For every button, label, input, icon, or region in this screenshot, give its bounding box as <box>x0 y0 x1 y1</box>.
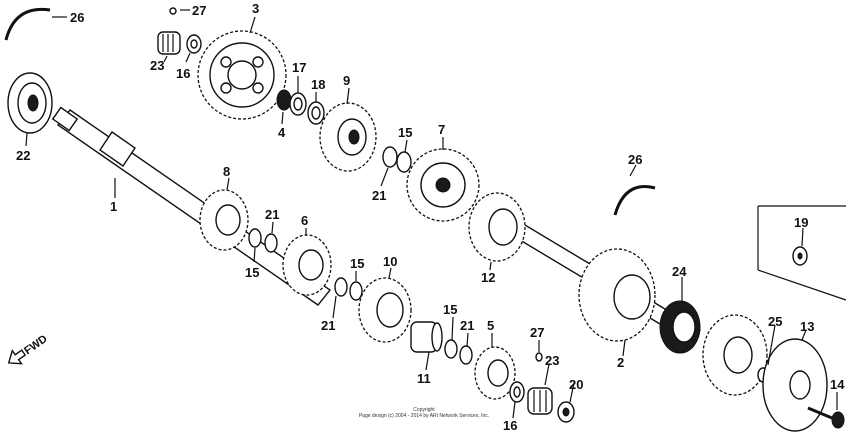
bearing-22[interactable] <box>7 72 53 134</box>
circlip-21-upper[interactable] <box>382 146 398 168</box>
drive-sprocket[interactable] <box>702 314 768 396</box>
callout-2: 2 <box>617 355 624 370</box>
callout-11: 11 <box>417 371 431 386</box>
callout-15-lower: 15 <box>443 302 457 317</box>
callout-23-top: 23 <box>150 58 164 73</box>
callout-21-left: 21 <box>265 207 279 222</box>
callout-1: 1 <box>110 199 117 214</box>
callout-13: 13 <box>800 319 814 334</box>
callout-15-left: 15 <box>245 265 259 280</box>
callout-23-bottom: 23 <box>545 353 559 368</box>
bolt-14[interactable] <box>807 406 845 429</box>
oil-seal-24[interactable] <box>659 300 701 354</box>
circlip-27-bottom[interactable] <box>535 352 543 362</box>
collar-4[interactable] <box>276 89 292 111</box>
circlip-27-top[interactable] <box>169 7 177 15</box>
callout-7: 7 <box>438 122 445 137</box>
washer-15-mid[interactable] <box>349 281 363 301</box>
washer-20[interactable] <box>557 401 575 423</box>
callout-27-top: 27 <box>192 3 206 18</box>
callout-8: 8 <box>223 164 230 179</box>
callout-21-upper: 21 <box>372 188 386 203</box>
snap-ring-26-top[interactable] <box>4 7 51 41</box>
callout-20: 20 <box>569 377 583 392</box>
callout-22: 22 <box>16 148 30 163</box>
washer-15-lower[interactable] <box>444 339 458 359</box>
callout-17: 17 <box>292 60 306 75</box>
callout-12: 12 <box>481 270 495 285</box>
bushing-11[interactable] <box>410 321 443 353</box>
circlip-21-left[interactable] <box>264 233 278 253</box>
washer-16-bottom[interactable] <box>509 381 525 403</box>
callout-15-upper: 15 <box>398 125 412 140</box>
callout-18: 18 <box>311 77 325 92</box>
circlip-21-lower[interactable] <box>459 345 473 365</box>
washer-15-upper[interactable] <box>396 151 412 173</box>
fwd-indicator: FWD <box>7 333 50 365</box>
gear-9[interactable] <box>319 102 377 172</box>
copyright-line-2: Page design (c) 2004 - 2014 by ARI Netwo… <box>359 413 489 419</box>
callout-15-mid: 15 <box>350 256 364 271</box>
callout-14: 14 <box>830 377 845 392</box>
gear-8[interactable] <box>199 189 249 251</box>
washer-16-top[interactable] <box>186 34 202 54</box>
inset-panel <box>757 205 847 301</box>
callout-19: 19 <box>794 215 808 230</box>
copyright-line-1: Copyright <box>413 407 435 413</box>
gear-12[interactable] <box>468 192 526 262</box>
snap-ring-26-right[interactable] <box>613 185 656 216</box>
fwd-label: FWD <box>22 333 49 357</box>
countershaft-gear[interactable] <box>578 248 656 342</box>
callout-24: 24 <box>672 264 687 279</box>
needle-bearing-23-bottom[interactable] <box>527 387 553 415</box>
callout-16-bottom: 16 <box>503 418 517 433</box>
washer-19[interactable] <box>792 246 808 266</box>
circlip-21-mid[interactable] <box>334 277 348 297</box>
callout-5: 5 <box>487 318 494 333</box>
gear-7[interactable] <box>406 148 480 222</box>
callout-10: 10 <box>383 254 397 269</box>
copyright-notice: Copyright Page design (c) 2004 - 2014 by… <box>359 407 489 419</box>
callout-6: 6 <box>301 213 308 228</box>
washer-15-left[interactable] <box>248 228 262 248</box>
washer-17[interactable] <box>289 92 307 116</box>
callout-27-bottom: 27 <box>530 325 544 340</box>
gear-3[interactable] <box>197 30 287 120</box>
gear-5[interactable] <box>474 346 516 400</box>
callout-4: 4 <box>278 125 286 140</box>
washer-18[interactable] <box>307 101 325 125</box>
callout-26-right: 26 <box>628 152 642 167</box>
callout-labels: 26 27 23 16 3 4 17 18 9 15 7 21 22 1 8 2… <box>16 1 845 433</box>
callout-9: 9 <box>343 73 350 88</box>
callout-25: 25 <box>768 314 782 329</box>
callout-26-top: 26 <box>70 10 84 25</box>
gear-10[interactable] <box>358 277 412 343</box>
callout-3: 3 <box>252 1 259 16</box>
sprocket-plate-13[interactable] <box>762 338 828 432</box>
callout-16-top: 16 <box>176 66 190 81</box>
callout-21-mid: 21 <box>321 318 335 333</box>
gear-6[interactable] <box>282 234 332 296</box>
leader-lines <box>25 9 838 419</box>
needle-bearing-23-top[interactable] <box>157 31 181 55</box>
callout-21-lower: 21 <box>460 318 474 333</box>
arrow-left-icon <box>7 349 27 365</box>
